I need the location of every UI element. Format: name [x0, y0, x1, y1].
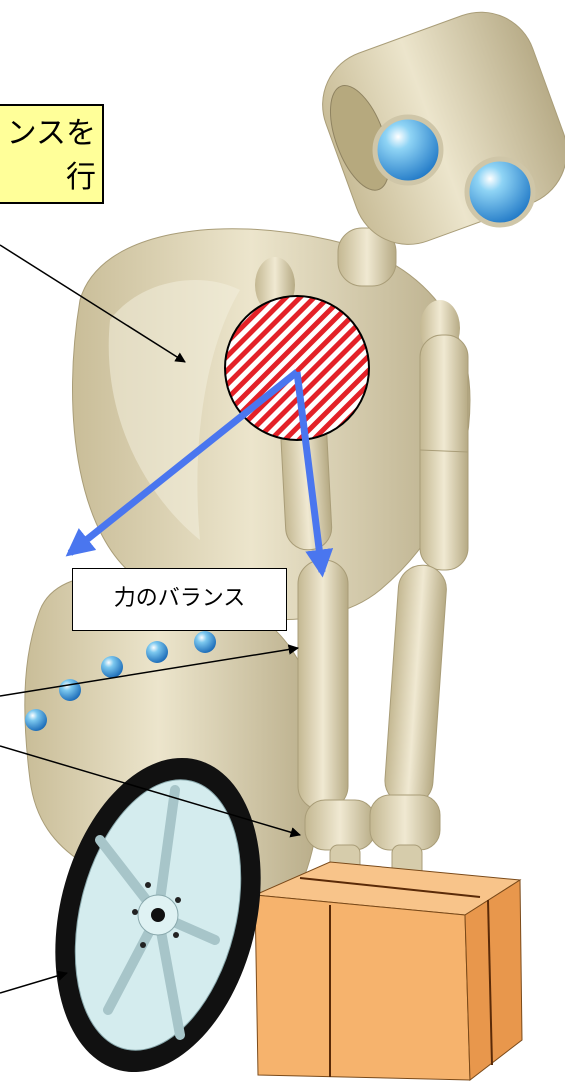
body-dot-icon: [59, 679, 81, 701]
body-dot-icon: [25, 709, 47, 731]
left-eye-icon: [375, 117, 441, 183]
callout-line-2: 行: [0, 156, 96, 200]
leader-line: [0, 973, 67, 993]
body-dot-icon: [194, 631, 216, 653]
callout-line-1: ンスを: [0, 112, 96, 156]
right-eye-icon: [467, 159, 533, 225]
body-dot-icon: [146, 641, 168, 663]
body-dot-icon: [101, 656, 123, 678]
box-icon: [255, 862, 522, 1080]
force-balance-label: 力のバランス: [72, 568, 287, 631]
balance-control-callout: ンスを 行: [0, 104, 104, 204]
center-of-gravity-icon: [225, 296, 369, 440]
